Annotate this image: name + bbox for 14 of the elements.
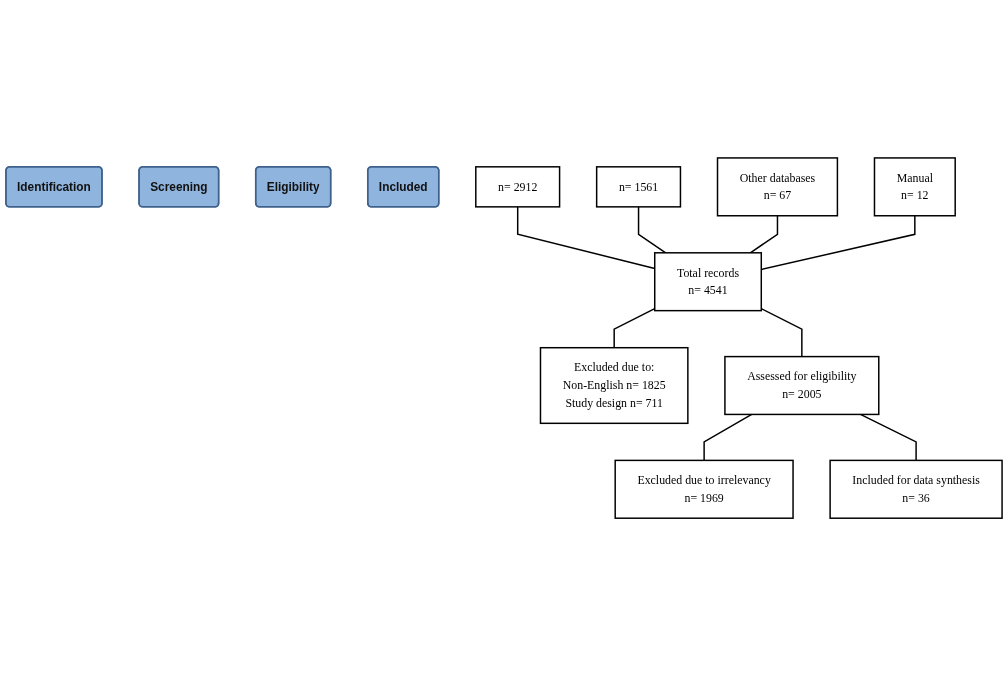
node-box: Excluded due to irrelevancy n= 1969 — [614, 460, 794, 520]
node-box: Other databases n= 67 — [716, 157, 839, 217]
node-box: Total records n= 4541 — [654, 252, 763, 312]
node-box: Included for data synthesis n= 36 — [829, 460, 1003, 520]
connector — [637, 206, 667, 254]
node-box: Manual n= 12 — [873, 157, 956, 217]
connector — [749, 215, 779, 254]
node-box: n= 2912 — [475, 166, 561, 208]
connector — [613, 308, 656, 349]
connector — [703, 414, 753, 462]
node-box: Excluded due to: Non-English n= 1825 Study design n= 711 — [539, 347, 689, 425]
node-box: Assessed for eligibility n= 2005 — [724, 356, 880, 416]
node-box: n= 1561 — [595, 166, 682, 208]
connector — [859, 414, 917, 462]
